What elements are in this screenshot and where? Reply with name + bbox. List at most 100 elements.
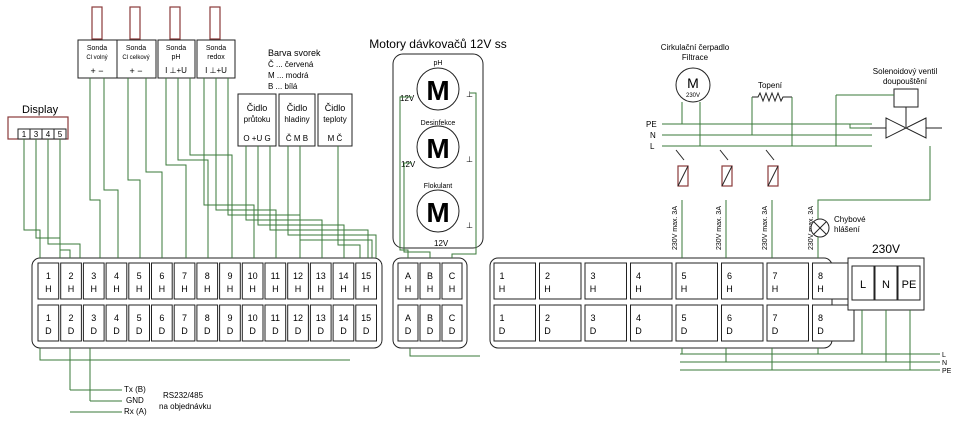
terminal-suffix: H [340, 284, 347, 294]
bottom-bus: L N PE [680, 352, 952, 375]
terminal-number: 5 [137, 313, 142, 323]
rs-rx: Rx (A) [124, 407, 147, 416]
terminal-cell-bottom [60, 304, 82, 342]
pump-symbol: M [687, 75, 699, 91]
motor-ph-icon [416, 67, 460, 111]
terminal-number: 6 [727, 271, 732, 281]
solenoid-valve: Solenoidový ventil doupouštění [870, 67, 942, 139]
terminal-number: 8 [205, 313, 210, 323]
display-pin: 4 [46, 130, 51, 139]
terminal-number: 2 [69, 313, 74, 323]
terminal-suffix: D [405, 326, 412, 336]
terminal-cell-top [332, 262, 355, 300]
cidlo-pins: M Č [328, 134, 343, 143]
terminal-suffix: H [772, 284, 779, 294]
terminal-suffix: H [681, 284, 688, 294]
motor-voltage: 12V [400, 94, 415, 103]
right-cell-top [584, 262, 627, 300]
terminal-number: 2 [545, 271, 550, 281]
sonda-label: Cl celkový [122, 55, 149, 61]
terminal-cell-top [37, 262, 60, 300]
terminal-suffix: H [427, 284, 434, 294]
left-terminal-block: 1H1D2H2D3H3D4H4D5H5D6H6D7H7D8H8D9H9D10H1… [31, 257, 383, 349]
sonda-probe [209, 6, 221, 40]
terminal-cell-top [151, 262, 173, 300]
terminal-cell-top [219, 262, 241, 300]
terminal-suffix: H [449, 284, 456, 294]
terminal-number: 8 [818, 271, 823, 281]
cidlo-teploty [317, 93, 353, 147]
terminal-suffix: H [817, 284, 824, 294]
terminal-number: 4 [114, 313, 119, 323]
legend-heading: Barva svorek [268, 48, 321, 58]
ground-symbol: ⊥ [466, 155, 473, 164]
sonda-probe [129, 6, 141, 40]
sonda-pins: I ⊥+U [165, 66, 187, 75]
terminal-cell-top [355, 262, 377, 300]
fault-label: Chybové [834, 215, 866, 224]
terminal-number: 3 [91, 313, 96, 323]
abc-cell-top [441, 262, 463, 300]
cidlo-label: průtoku [244, 115, 271, 124]
bus-label: L [942, 352, 946, 359]
terminal-number: 2 [69, 271, 74, 281]
abc-cell-bottom [419, 304, 441, 342]
right-cell-top [630, 262, 673, 300]
legend-item: Č ... červená [268, 60, 314, 69]
terminal-number: 8 [205, 271, 210, 281]
terminal-cell-top [82, 262, 105, 300]
terminal-number: 10 [248, 313, 258, 323]
terminal-cell-top [105, 262, 128, 300]
power-pin: L [860, 279, 866, 291]
terminal-cell-bottom [219, 304, 241, 342]
heater-label: Topení [758, 81, 783, 90]
abc-letter: A [405, 271, 411, 281]
motor-voltage: 12V [434, 239, 449, 248]
terminal-number: 2 [545, 313, 550, 323]
motor-name: Desinfekce [421, 120, 456, 127]
sonda-label: Cl volný [86, 55, 107, 61]
sonda-group: Sonda Cl volný + − Sonda Cl celkový + − … [77, 6, 236, 79]
terminal-cell-bottom [241, 304, 264, 342]
motor-symbol: M [426, 75, 449, 106]
power-terminal-title: 230V [872, 242, 900, 256]
bus-label: N [942, 360, 947, 367]
terminal-suffix: D [68, 326, 75, 336]
terminal-suffix: H [499, 284, 506, 294]
terminal-number: 3 [590, 271, 595, 281]
legend-item: M ... modrá [268, 71, 309, 80]
terminal-cell-top [196, 262, 219, 300]
terminal-number: 5 [681, 313, 686, 323]
terminal-cell-bottom [105, 304, 128, 342]
cidlo-label: teploty [323, 115, 347, 124]
pump-label: Filtrace [682, 53, 709, 62]
terminal-number: 1 [499, 271, 504, 281]
relay-rating: 230V max. 3A [716, 206, 723, 250]
motor-voltage: 12V [401, 160, 416, 169]
terminal-number: 5 [681, 271, 686, 281]
fault-lamp: Chybové hlášení [810, 215, 866, 238]
terminal-cell-top [264, 262, 287, 300]
abc-cell-top [397, 262, 419, 300]
circulation-pump: Cirkulační čerpadlo Filtrace M 230V [661, 43, 730, 103]
cidlo-label: Čidlo [325, 103, 346, 113]
terminal-cell-bottom [151, 304, 173, 342]
cidlo-pins: Č M B [286, 134, 308, 143]
relay-contact-icon [765, 149, 775, 161]
terminal-suffix: H [227, 284, 234, 294]
motor-desinfekce-icon [416, 125, 460, 169]
right-cell-top [721, 262, 764, 300]
right-cell-bottom [812, 304, 855, 342]
terminal-suffix: D [427, 326, 434, 336]
terminal-suffix: D [159, 326, 166, 336]
display: Display 1 3 4 5 [7, 104, 69, 140]
terminal-suffix: D [340, 326, 347, 336]
relay-contact-icon [719, 149, 729, 161]
terminal-number: 9 [227, 313, 232, 323]
terminal-suffix: H [136, 284, 143, 294]
sonda-label: redox [207, 54, 225, 61]
power-pin: N [882, 279, 890, 291]
terminal-cell-top [128, 262, 151, 300]
